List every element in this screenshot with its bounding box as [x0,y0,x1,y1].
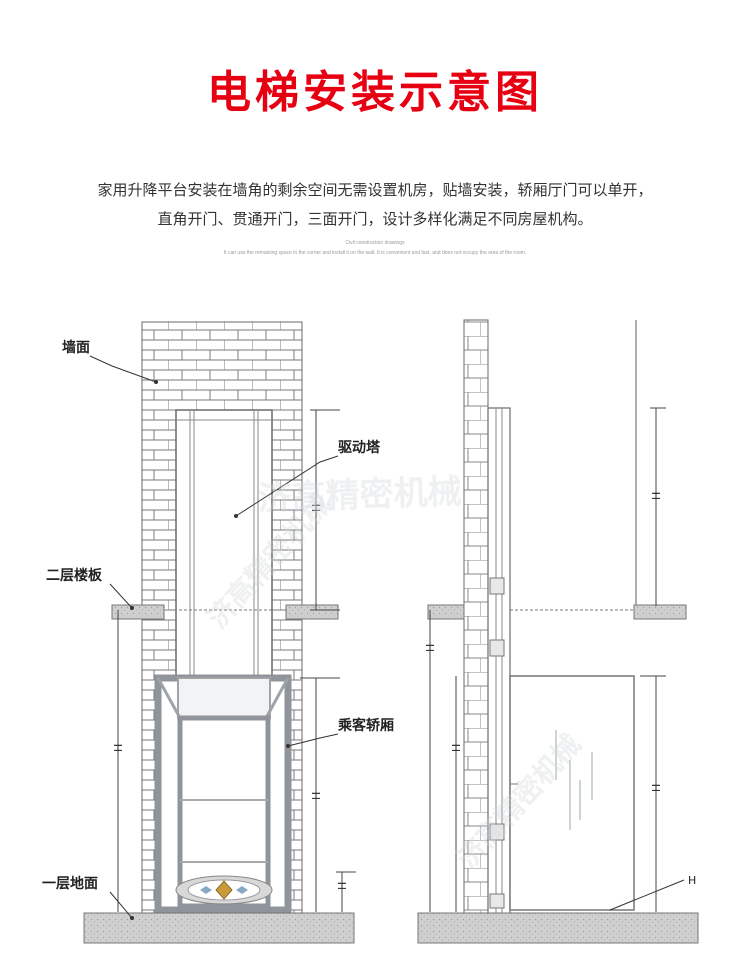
label-second-floor-slab: 二层楼板 [46,567,103,584]
side-dimension-h-pit: H [688,874,696,887]
dimension-h-tower: H [310,504,323,512]
english-sentence: It can use the remaining space in the co… [223,250,527,256]
label-first-floor-ground: 一层地面 [42,875,98,892]
side-dimension-h-tower: H [650,492,663,500]
side-dimension-h-total: H [424,644,437,652]
side-dimension-h-upper: H [650,784,663,792]
front-view: H H H H 墙面 驱动塔 二层楼板 乘客轿厢 一层地面 [42,321,394,944]
side-dimension-h-car: H [450,744,463,752]
dimension-h-floor: H [112,744,125,752]
description-line-1: 家用升降平台安装在墙角的剩余空间无需设置机房，贴墙安装，轿厢厅门可以单开， [97,181,653,199]
dimension-h-pit: H [336,882,349,890]
passenger-car [154,674,292,914]
description-line-2: 直角开门、贯通开门，三面开门，设计多样化满足不同房屋机构。 [157,210,593,228]
second-floor-slab [111,604,165,620]
side-view: H H H H H [417,319,699,944]
label-wall: 墙面 [62,339,90,356]
ground-slab [83,912,355,944]
drive-tower-shaft [175,409,273,681]
side-car-body [509,675,635,911]
watermark-center: 济高精密机械 [257,472,462,519]
label-passenger-car: 乘客轿厢 [337,717,394,734]
dimension-h-car: H [310,792,323,800]
page-title: 电梯安装示意图 [207,67,543,118]
label-drive-tower: 驱动塔 [338,439,381,456]
english-title: Civil construction drawings [345,240,405,246]
